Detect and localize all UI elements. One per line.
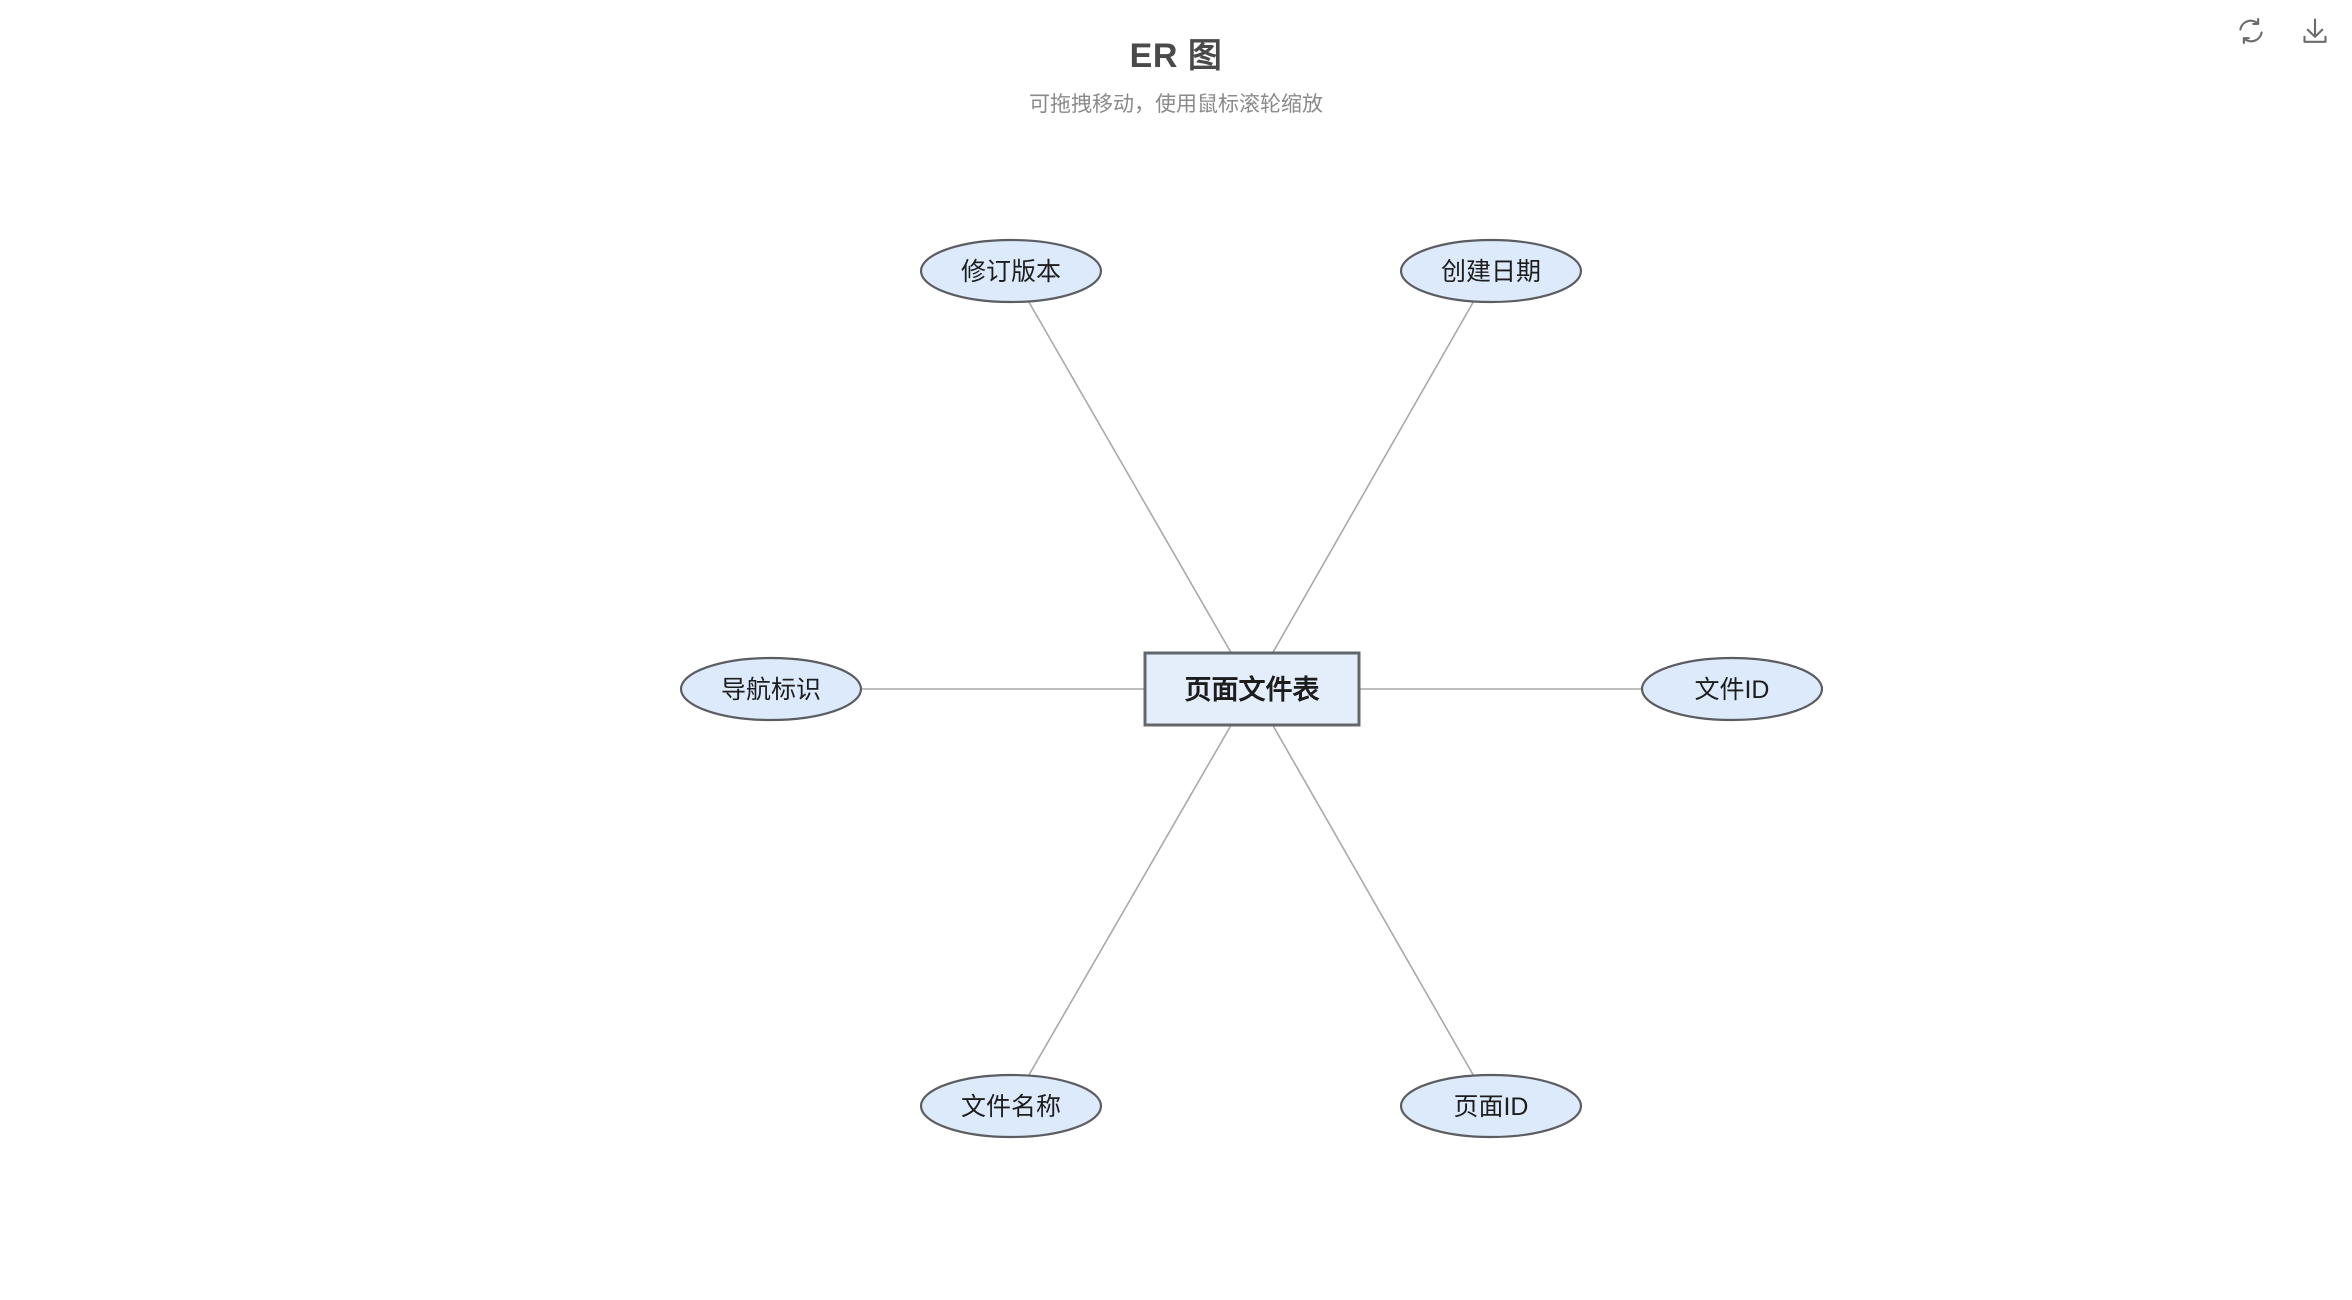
er-attribute-label: 修订版本 (961, 258, 1061, 286)
download-button[interactable] (2296, 12, 2334, 50)
er-attribute-label: 导航标识 (721, 676, 821, 704)
er-entity-label: 页面文件表 (1185, 674, 1320, 705)
er-edge (1251, 270, 1492, 690)
er-attribute-label: 文件名称 (961, 1093, 1061, 1121)
er-attribute-label: 创建日期 (1441, 258, 1541, 286)
refresh-icon (2236, 16, 2266, 46)
er-entity-box[interactable] (1143, 651, 1361, 727)
er-attribute-ellipse[interactable] (919, 1073, 1103, 1139)
er-attribute-ellipse[interactable] (1399, 238, 1583, 304)
er-attribute-ellipse[interactable] (679, 656, 863, 722)
er-attribute-ellipse[interactable] (919, 238, 1103, 304)
toolbar (2232, 12, 2334, 50)
er-attribute-label: 文件ID (1694, 676, 1769, 704)
er-edge (1251, 688, 1492, 1107)
er-edge (1010, 688, 1253, 1107)
download-icon (2300, 16, 2330, 46)
er-attribute-ellipse[interactable] (1640, 656, 1824, 722)
er-attribute-ellipse[interactable] (1399, 1073, 1583, 1139)
er-edge (1010, 270, 1253, 690)
refresh-button[interactable] (2232, 12, 2270, 50)
er-attribute-label: 页面ID (1453, 1093, 1528, 1121)
